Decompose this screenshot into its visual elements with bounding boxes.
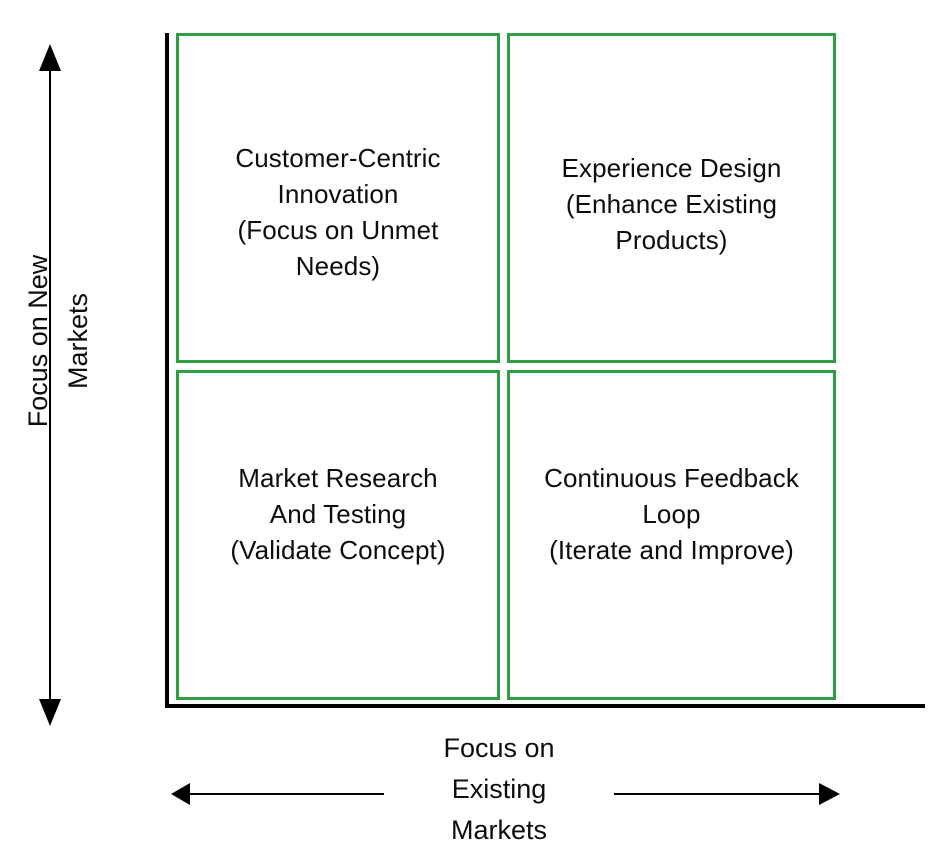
arrow-left-icon: [171, 783, 190, 805]
arrow-right-icon: [819, 783, 840, 805]
quadrant-top-left-label: Customer-Centric Innovation (Focus on Un…: [235, 143, 441, 281]
quadrant-top-left[interactable]: Customer-Centric Innovation (Focus on Un…: [176, 33, 500, 363]
quadrant-bottom-left[interactable]: Market Research And Testing (Validate Co…: [176, 370, 500, 700]
y-axis-title: Focus on New Markets: [23, 254, 93, 428]
x-axis-right-arrow: [614, 783, 840, 805]
quadrant-top-right-label: Experience Design (Enhance Existing Prod…: [561, 153, 782, 255]
x-axis-title: Focus on Existing Markets: [443, 733, 555, 845]
x-axis-left-arrow: [171, 783, 384, 805]
arrow-down-icon: [39, 699, 61, 726]
quadrant-bottom-right-label: Continuous Feedback Loop (Iterate and Im…: [544, 463, 799, 565]
y-axis-double-arrow: [39, 44, 61, 726]
quadrant-bottom-left-label: Market Research And Testing (Validate Co…: [230, 463, 446, 565]
quadrant-bottom-right[interactable]: Continuous Feedback Loop (Iterate and Im…: [507, 370, 836, 700]
y-axis-line: [165, 33, 169, 708]
x-axis-line: [165, 704, 925, 708]
quadrant-top-right[interactable]: Experience Design (Enhance Existing Prod…: [507, 33, 836, 363]
arrow-up-icon: [39, 44, 61, 71]
